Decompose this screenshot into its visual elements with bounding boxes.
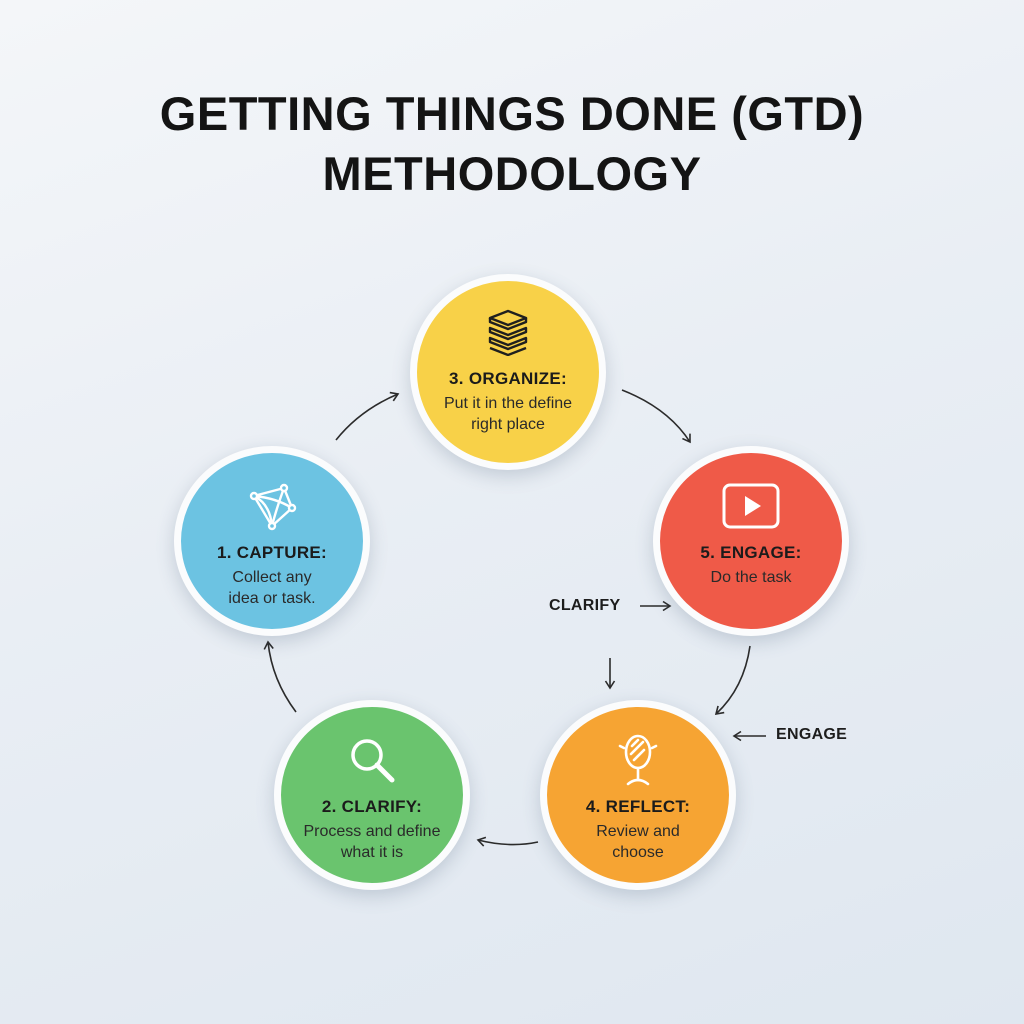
step-label: 1. CAPTURE: [216,543,328,562]
stack-icon [486,303,530,361]
mirror-icon [616,731,660,789]
side-label-engage: ENGAGE [776,726,848,743]
step-capture: 1. CAPTURE: Collect any idea or task. [174,446,370,636]
arrow-engage-to-reflect [714,645,751,716]
step-label: 4. REFLECT: [585,797,691,816]
network-icon [246,477,298,535]
step-description: Process and define what it is [303,823,441,861]
title-line-1: GETTING THINGS DONE (GTD) [159,87,865,140]
arrow-organize-to-engage [621,389,691,444]
step-description: Put it in the define right place [443,395,573,433]
step-label: 2. CLARIFY: [321,797,423,816]
step-reflect: 4. REFLECT: Review and choose [540,700,736,890]
step-organize: 3. ORGANIZE: Put it in the define right … [410,274,606,470]
step-description: Do the task [710,569,792,586]
step-description: Review and choose [596,823,680,861]
step-description: Collect any idea or task. [228,569,316,607]
magnifier-icon [346,731,398,789]
step-engage: 5. ENGAGE: Do the task [653,446,849,636]
side-label-clarify: CLARIFY [549,597,621,614]
step-label: 5. ENGAGE: [700,543,802,562]
step-clarify: 2. CLARIFY: Process and define what it i… [274,700,470,890]
arrow-capture-to-organize [335,391,400,441]
title-line-2: METHODOLOGY [322,147,702,200]
step-label: 3. ORGANIZE: [449,369,567,388]
play-icon [721,477,781,535]
arrow-clarify-to-capture [263,640,297,713]
arrow-reflect-to-clarify [476,836,539,847]
page-title: GETTING THINGS DONE (GTD) METHODOLOGY [0,84,1024,204]
